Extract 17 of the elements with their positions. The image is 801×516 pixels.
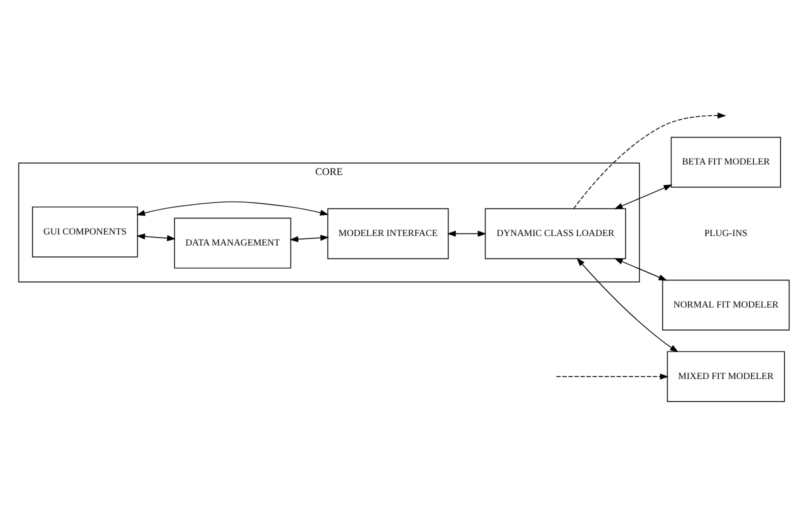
arrow — [290, 234, 330, 242]
arrow — [447, 230, 486, 236]
arrow — [136, 200, 329, 216]
arrow — [614, 184, 672, 209]
arrow — [576, 257, 679, 352]
node-box: GUI COMPONENTS — [32, 206, 138, 257]
node-box: DYNAMIC CLASS LOADER — [484, 208, 626, 259]
node-box: BETA FIT MODELER — [670, 136, 781, 188]
node-box: MIXED FIT MODELER — [666, 350, 785, 402]
arrow — [556, 373, 669, 380]
arrow — [136, 233, 176, 241]
node-box: DATA MANAGEMENT — [174, 217, 292, 268]
label: PLUG-INS — [704, 228, 748, 239]
arrow — [573, 112, 726, 208]
arrow — [614, 258, 668, 280]
node-box: NORMAL FIT MODELER — [662, 279, 790, 330]
node-box: MODELER INTERFACE — [327, 208, 449, 259]
